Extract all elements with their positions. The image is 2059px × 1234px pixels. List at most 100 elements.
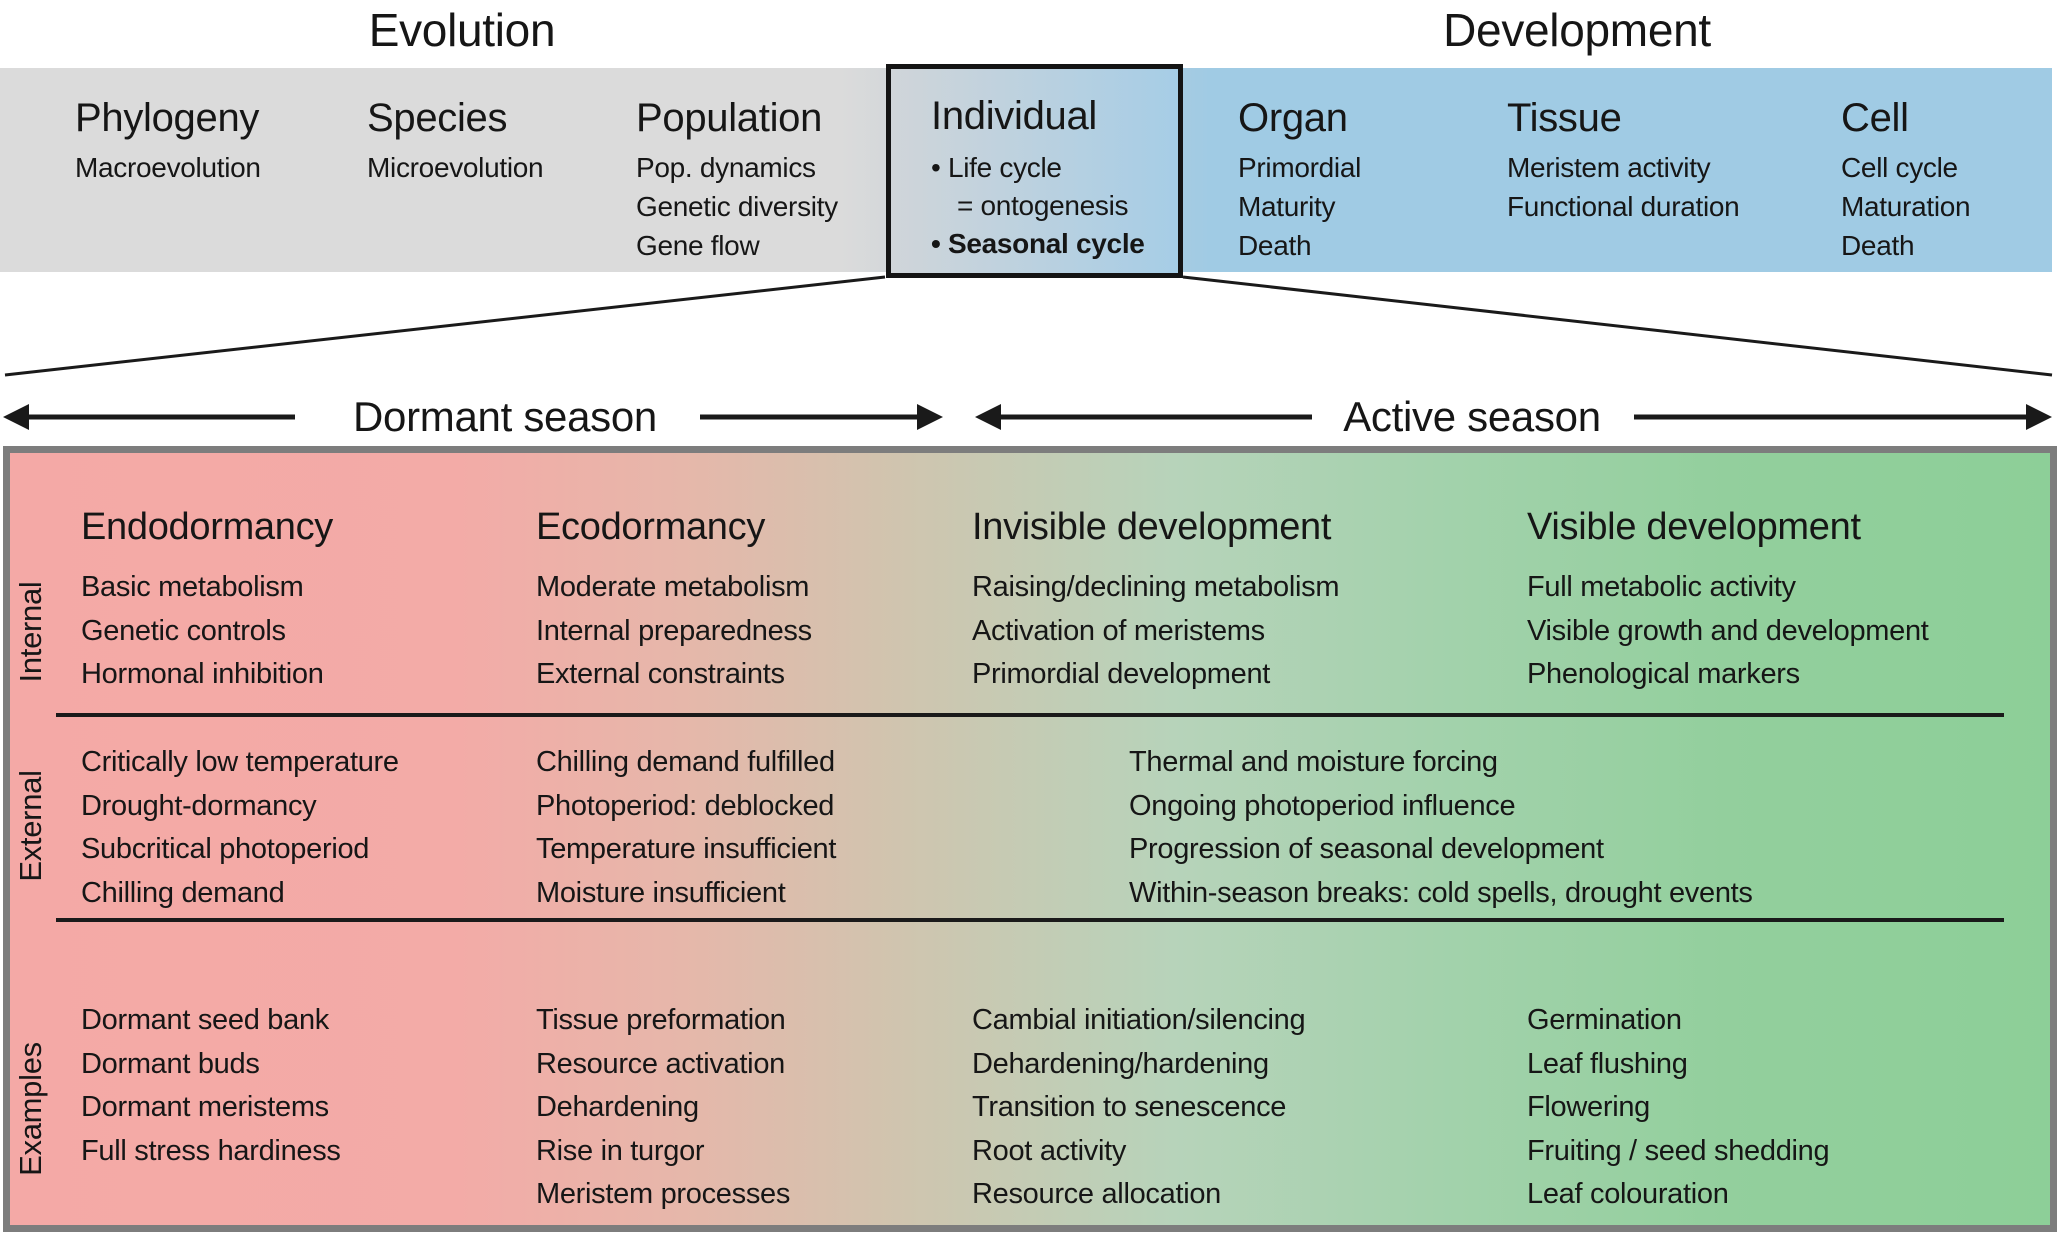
cell-line: Full stress hardiness [81,1134,341,1167]
cell-line: Visible growth and development [1527,614,1929,647]
band-column-population: Population Pop. dynamics Genetic diversi… [636,94,838,265]
cell-line: Hormonal inhibition [81,658,324,690]
column-header-ecodormancy: Ecodormancy [536,506,766,548]
cell-line: Dormant meristems [81,1091,329,1123]
cell-line: Germination [1527,1004,1682,1036]
band-column-item: Death [1238,230,1312,261]
cell-line: Activation of meristems [972,614,1265,647]
band-column-item: Pop. dynamics [636,152,816,183]
cell-external-active-season: Thermal and moisture forcing Ongoing pho… [1129,741,1753,915]
individual-item: • Life cycle [931,152,1062,183]
band-column-phylogeny: Phylogeny Macroevolution [75,94,261,187]
band-column-item: Cell cycle [1841,152,1958,183]
arrowhead-left-icon [3,404,29,430]
arrowhead-left-icon [975,404,1001,430]
cell-line: Full metabolic activity [1527,571,1796,603]
individual-box: Individual • Life cycle = ontogenesis • … [886,64,1183,278]
cell-external-ecodormancy: Chilling demand fulfilled Photoperiod: d… [536,741,836,915]
band-column-item: Death [1841,230,1915,261]
cell-examples-visible-development: Germination Leaf flushing Flowering Frui… [1527,999,1830,1217]
cell-line: Drought-dormancy [81,789,317,822]
cell-line: External constraints [536,658,785,690]
cell-line: Resource allocation [972,1178,1221,1210]
cell-line: Primordial development [972,658,1271,690]
cell-line: Raising/declining metabolism [972,571,1340,603]
cell-examples-endodormancy: Dormant seed bank Dormant buds Dormant m… [81,999,341,1173]
cell-line: Rise in turgor [536,1134,705,1167]
cell-external-endodormancy: Critically low temperature Drought-dorma… [81,741,399,915]
cell-line: Meristem processes [536,1178,791,1210]
arrowhead-right-icon [2026,404,2052,430]
individual-item: = ontogenesis [957,190,1129,221]
cell-line: Chilling demand [81,876,285,909]
diagonal-line-left [4,275,886,377]
cell-line: Temperature insufficient [536,833,837,865]
cell-internal-invisible-development: Raising/declining metabolism Activation … [972,566,1339,697]
development-title: Development [1443,4,1711,56]
individual-item-seasonal-cycle: • Seasonal cycle [931,228,1145,259]
cell-internal-endodormancy: Basic metabolism Genetic controls Hormon… [81,566,324,697]
band-column-item: Functional duration [1507,191,1740,222]
cell-line: Progression of seasonal development [1129,833,1604,865]
cell-line: Root activity [972,1134,1127,1167]
cell-line: Fruiting / seed shedding [1527,1134,1830,1167]
band-column-item: Maturity [1238,191,1336,222]
row-label-external: External [13,770,48,882]
dormant-season-label: Dormant season [353,393,657,440]
cell-line: Genetic controls [81,614,286,647]
column-header-visible-development: Visible development [1527,506,1861,548]
cell-line: Dehardening/hardening [972,1047,1269,1080]
evolution-title: Evolution [368,4,556,56]
cell-line: Transition to senescence [972,1091,1287,1123]
row-divider [56,713,2004,717]
cell-line: Ongoing photoperiod influence [1129,789,1516,822]
band-column-cell: Cell Cell cycle Maturation Death [1841,94,1971,265]
cell-examples-invisible-development: Cambial initiation/silencing Dehardening… [972,999,1306,1217]
cell-internal-ecodormancy: Moderate metabolism Internal preparednes… [536,566,812,697]
band-column-item: Meristem activity [1507,152,1711,183]
band-column-species: Species Microevolution [367,94,544,187]
cell-line: Photoperiod: deblocked [536,789,835,822]
band-column-item: Microevolution [367,152,544,183]
band-column-title: Tissue [1507,96,1622,140]
cell-line: Dormant buds [81,1047,260,1080]
cell-line: Internal preparedness [536,614,812,647]
cell-line: Subcritical photoperiod [81,833,370,865]
column-header-invisible-development: Invisible development [972,506,1332,548]
cell-line: Thermal and moisture forcing [1129,746,1498,778]
band-column-item: Maturation [1841,191,1971,222]
cell-line: Leaf colouration [1527,1178,1729,1210]
band-column-title: Organ [1238,96,1348,140]
cell-line: Tissue preformation [536,1004,786,1036]
row-label-internal: Internal [13,581,48,683]
row-label-examples: Examples [13,1042,48,1176]
season-table: Endodormancy Ecodormancy Invisible devel… [3,446,2057,1232]
cell-line: Moisture insufficient [536,876,786,909]
band-column-item: Gene flow [636,230,760,261]
cell-line: Cambial initiation/silencing [972,1004,1306,1036]
row-divider [56,918,2004,922]
band-column-title: Population [636,96,823,140]
cell-line: Dehardening [536,1091,699,1123]
cell-line: Dormant seed bank [81,1004,329,1036]
cell-line: Resource activation [536,1047,785,1080]
band-column-title: Cell [1841,96,1909,140]
band-column-organ: Organ Primordial Maturity Death [1238,94,1361,265]
cell-line: Phenological markers [1527,658,1800,690]
cell-line: Leaf flushing [1527,1047,1688,1080]
individual-title: Individual [931,94,1098,138]
cell-examples-ecodormancy: Tissue preformation Resource activation … [536,999,790,1217]
cell-line: Basic metabolism [81,571,304,603]
band-column-item: Genetic diversity [636,191,838,222]
column-header-endodormancy: Endodormancy [81,506,333,548]
arrowhead-right-icon [917,404,943,430]
band-column-item: Macroevolution [75,152,261,183]
cell-line: Chilling demand fulfilled [536,746,835,778]
band-column-title: Phylogeny [75,96,260,140]
cell-internal-visible-development: Full metabolic activity Visible growth a… [1527,566,1929,697]
active-season-label: Active season [1343,393,1601,440]
cell-line: Critically low temperature [81,746,399,778]
cell-line: Moderate metabolism [536,571,810,603]
diagonal-line-right [1182,275,2053,377]
